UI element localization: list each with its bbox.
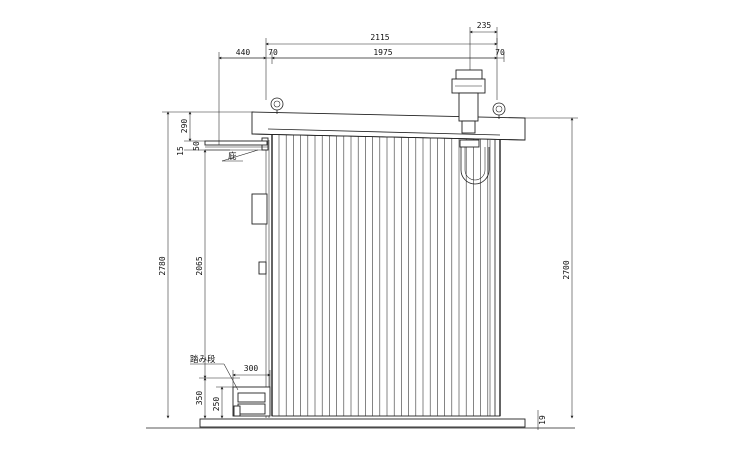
dim-eave-gap-text: 15	[176, 146, 185, 156]
dim-roof-height-text: 290	[180, 119, 189, 134]
label-eave-text: 庇	[228, 151, 237, 162]
dim-step-width-text: 300	[244, 364, 259, 373]
eave-canopy	[204, 140, 268, 151]
dim-height-total-right: 2700 19	[525, 117, 578, 430]
dim-inner-left-text: 70	[268, 48, 278, 57]
dim-height-total-right-text: 2700	[562, 260, 571, 279]
side-fittings	[251, 137, 269, 275]
wall-slats	[278, 134, 496, 416]
dim-left-overhang-text: 440	[236, 48, 251, 57]
dim-step-height-total-text: 350	[195, 391, 204, 406]
dim-eave-gap-small-text: 50	[192, 141, 201, 151]
building-body	[265, 131, 501, 418]
dim-chimney-text: 235	[477, 21, 492, 30]
dim-row-second: 440 70 1975 70	[218, 48, 505, 145]
base-slab	[199, 418, 526, 428]
dim-width-top-text: 2115	[370, 33, 389, 42]
label-step-text: 踏み段	[190, 354, 216, 365]
dim-body-width-text: 1975	[373, 48, 392, 57]
dim-base-offset-text: 19	[538, 415, 547, 425]
dim-width-top: 2115	[265, 33, 498, 100]
dim-height-column: 290 15 50 2065 350 250	[176, 111, 240, 419]
label-step: 踏み段	[190, 354, 239, 391]
label-eave: 庇	[221, 149, 259, 162]
chimney-vent	[451, 69, 490, 185]
dim-wall-height-text: 2065	[195, 256, 204, 275]
dim-height-total-left: 2780	[158, 111, 252, 419]
dim-chimney: 235	[469, 21, 498, 70]
lifting-eye-right	[492, 102, 506, 119]
dim-height-total-left-text: 2780	[158, 256, 167, 275]
dim-step-height-text: 250	[212, 397, 221, 412]
dim-inner-right-text: 70	[495, 48, 505, 57]
lifting-eye-left	[270, 97, 284, 114]
roof	[251, 111, 526, 141]
dim-step-width: 300	[232, 364, 271, 387]
step-unit	[232, 386, 271, 417]
